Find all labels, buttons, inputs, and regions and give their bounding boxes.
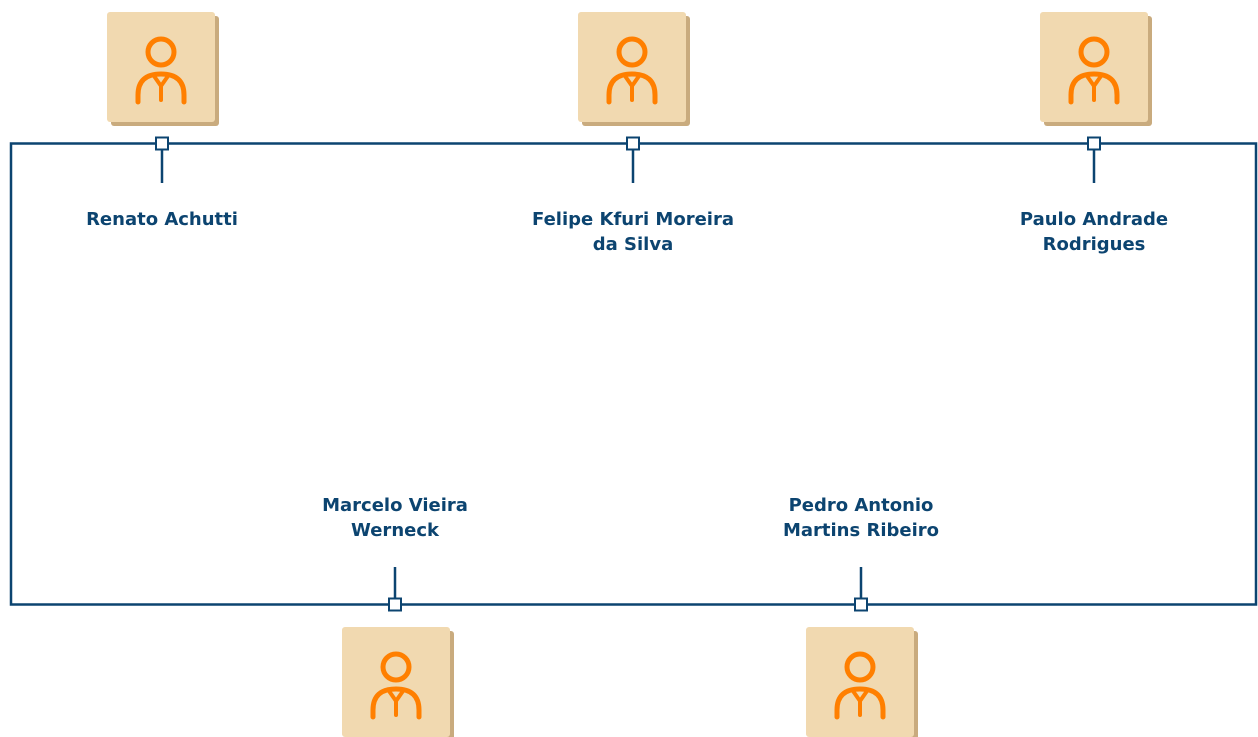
person-card-pedro — [806, 627, 914, 737]
person-name-renato: Renato Achutti — [86, 209, 238, 230]
connector-node-marcelo — [388, 597, 402, 612]
connector-node-renato — [155, 136, 169, 151]
person-name-pedro: Pedro Antonio Martins Ribeiro — [782, 495, 940, 541]
person-card-felipe — [578, 12, 686, 122]
person-icon — [1068, 36, 1120, 105]
connector-node-felipe — [626, 136, 640, 151]
person-icon — [834, 651, 886, 720]
person-card-marcelo — [342, 627, 450, 737]
person-card-renato — [107, 12, 215, 122]
person-name-felipe: Felipe Kfuri Moreira da Silva — [532, 209, 734, 255]
connector-node-paulo — [1087, 136, 1101, 151]
person-icon — [135, 36, 187, 105]
person-icon — [606, 36, 658, 105]
connector-node-pedro — [854, 597, 868, 612]
person-card-paulo — [1040, 12, 1148, 122]
person-icon — [370, 651, 422, 720]
person-name-paulo: Paulo Andrade Rodrigues — [1019, 209, 1169, 255]
person-name-marcelo: Marcelo Vieira Werneck — [322, 495, 468, 541]
